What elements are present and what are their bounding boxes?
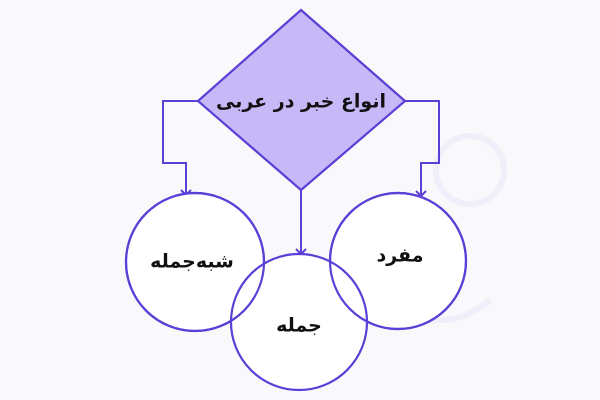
root-diamond: [196, 8, 407, 192]
connector-left: [162, 100, 198, 197]
node-outline-shebh-jomle: [124, 191, 266, 333]
node-label-jomle: جمله: [276, 315, 322, 337]
connector-right: [405, 100, 440, 198]
node-label-shebh-jomle: شبه‌جمله: [150, 251, 234, 273]
node-label-mofrad: مفرد: [376, 245, 423, 267]
root-label: انواع خبر در عربی: [216, 91, 386, 113]
node-outline-mofrad: [328, 191, 468, 331]
